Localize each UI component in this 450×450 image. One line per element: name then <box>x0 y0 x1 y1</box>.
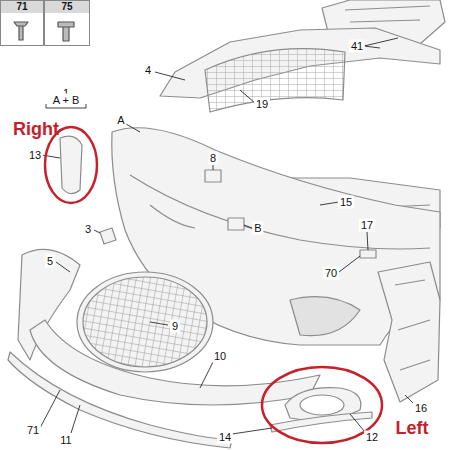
callout-number: B <box>252 222 263 235</box>
callout-number: 15 <box>338 196 354 209</box>
side-label: Right <box>11 119 61 139</box>
callout-number: 17 <box>359 219 375 232</box>
callout-number: A <box>115 114 126 127</box>
callout-number: 10 <box>212 350 228 363</box>
callout-number: 13 <box>27 149 43 162</box>
callout-number: 71 <box>25 424 41 437</box>
callout-number: 19 <box>254 98 270 111</box>
callout-number: 75 <box>45 1 89 13</box>
callout-number: 5 <box>45 255 55 268</box>
callout-number: 71 <box>1 1 43 13</box>
callout-number: 9 <box>170 320 180 333</box>
callout-number: 70 <box>323 267 339 280</box>
callout-number: A + B <box>51 94 82 107</box>
callout-number: 8 <box>208 152 218 165</box>
fastener-box: 71 <box>0 0 44 46</box>
fastener-box: 75 <box>44 0 90 46</box>
callout-number: 41 <box>349 40 365 53</box>
callout-number: 12 <box>364 431 380 444</box>
callout-number: 16 <box>413 402 429 415</box>
callout-number: 14 <box>217 431 233 444</box>
callout-number: 11 <box>58 434 73 447</box>
callout-number: 3 <box>83 223 93 236</box>
callout-number: 4 <box>143 64 153 77</box>
side-label: Left <box>394 418 431 438</box>
